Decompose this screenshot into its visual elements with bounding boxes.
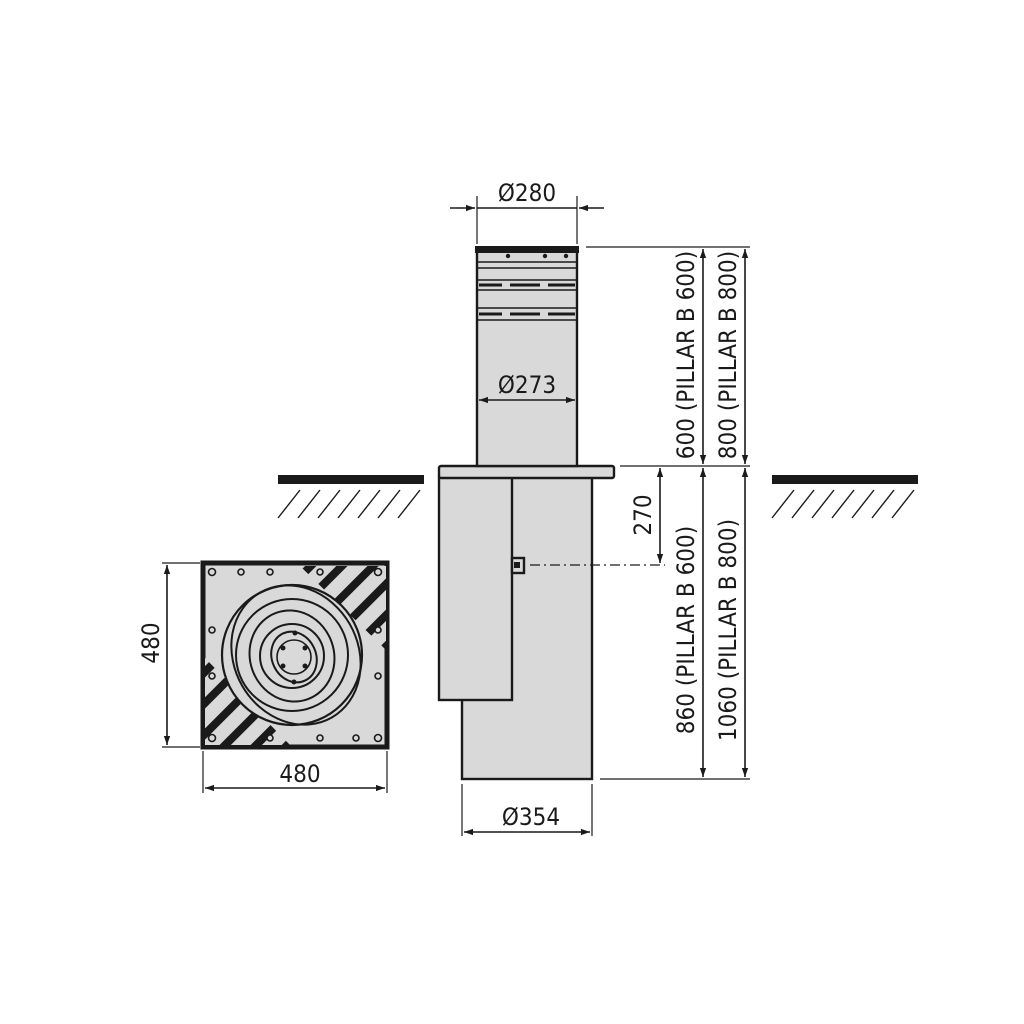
dimension-top-diameter: Ø280 bbox=[450, 179, 604, 244]
dimension-base-diameter: Ø354 bbox=[461, 784, 593, 836]
pillar-body bbox=[475, 248, 579, 468]
plate-width-label: 480 bbox=[279, 760, 320, 788]
dimension-height-below: 860 (PILLAR B 600) 1060 (PILLAR B 800) bbox=[672, 468, 749, 777]
dimension-offset-270: 270 bbox=[629, 468, 664, 563]
height-above-b800-label: 800 (PILLAR B 800) bbox=[714, 251, 742, 459]
height-above-b600-label: 600 (PILLAR B 600) bbox=[672, 251, 700, 459]
dimension-plate-width: 480 bbox=[202, 751, 388, 793]
reflective-band-1 bbox=[477, 279, 577, 291]
dimension-plate-height: 480 bbox=[137, 562, 200, 748]
pillar-cap bbox=[475, 246, 579, 253]
ground-left bbox=[277, 475, 424, 519]
offset-270-label: 270 bbox=[629, 494, 657, 535]
height-below-b800-label: 1060 (PILLAR B 800) bbox=[714, 519, 742, 741]
top-diameter-label: Ø280 bbox=[498, 179, 556, 207]
plate-top-view bbox=[200, 560, 390, 750]
inner-diameter-label: Ø273 bbox=[498, 371, 556, 399]
bollard-side-view bbox=[437, 246, 616, 781]
dimension-height-above: 600 (PILLAR B 600) 800 (PILLAR B 800) bbox=[672, 249, 749, 464]
height-below-b600-label: 860 (PILLAR B 600) bbox=[672, 526, 700, 734]
top-flange bbox=[437, 464, 616, 480]
dimension-inner-diameter: Ø273 bbox=[479, 371, 575, 404]
plate-height-label: 480 bbox=[137, 622, 165, 663]
base-diameter-label: Ø354 bbox=[502, 803, 560, 831]
control-box bbox=[437, 475, 514, 702]
ground-right bbox=[771, 475, 918, 519]
reflective-band-2 bbox=[477, 307, 577, 321]
